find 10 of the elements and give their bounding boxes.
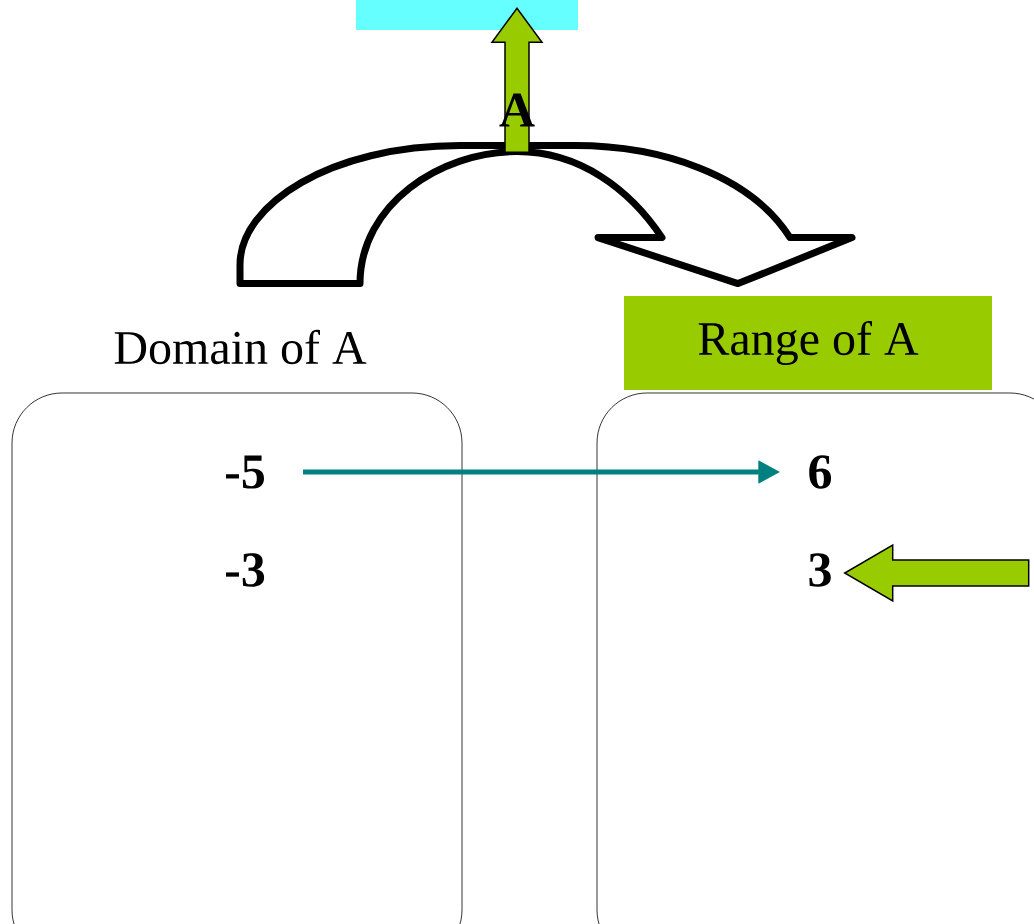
number-label: -5: [226, 455, 264, 489]
block-arrow: [843, 543, 1030, 603]
number-label: 6: [809, 455, 832, 489]
box-heading: Domain of A: [114, 329, 367, 365]
number-label: -3: [226, 553, 265, 587]
curved-block-arrow: [236, 142, 856, 288]
number-label: 3: [809, 553, 831, 587]
highlight-box: [356, 0, 578, 30]
block-arrow: [490, 6, 544, 153]
heading-label: Range of A: [624, 296, 992, 390]
